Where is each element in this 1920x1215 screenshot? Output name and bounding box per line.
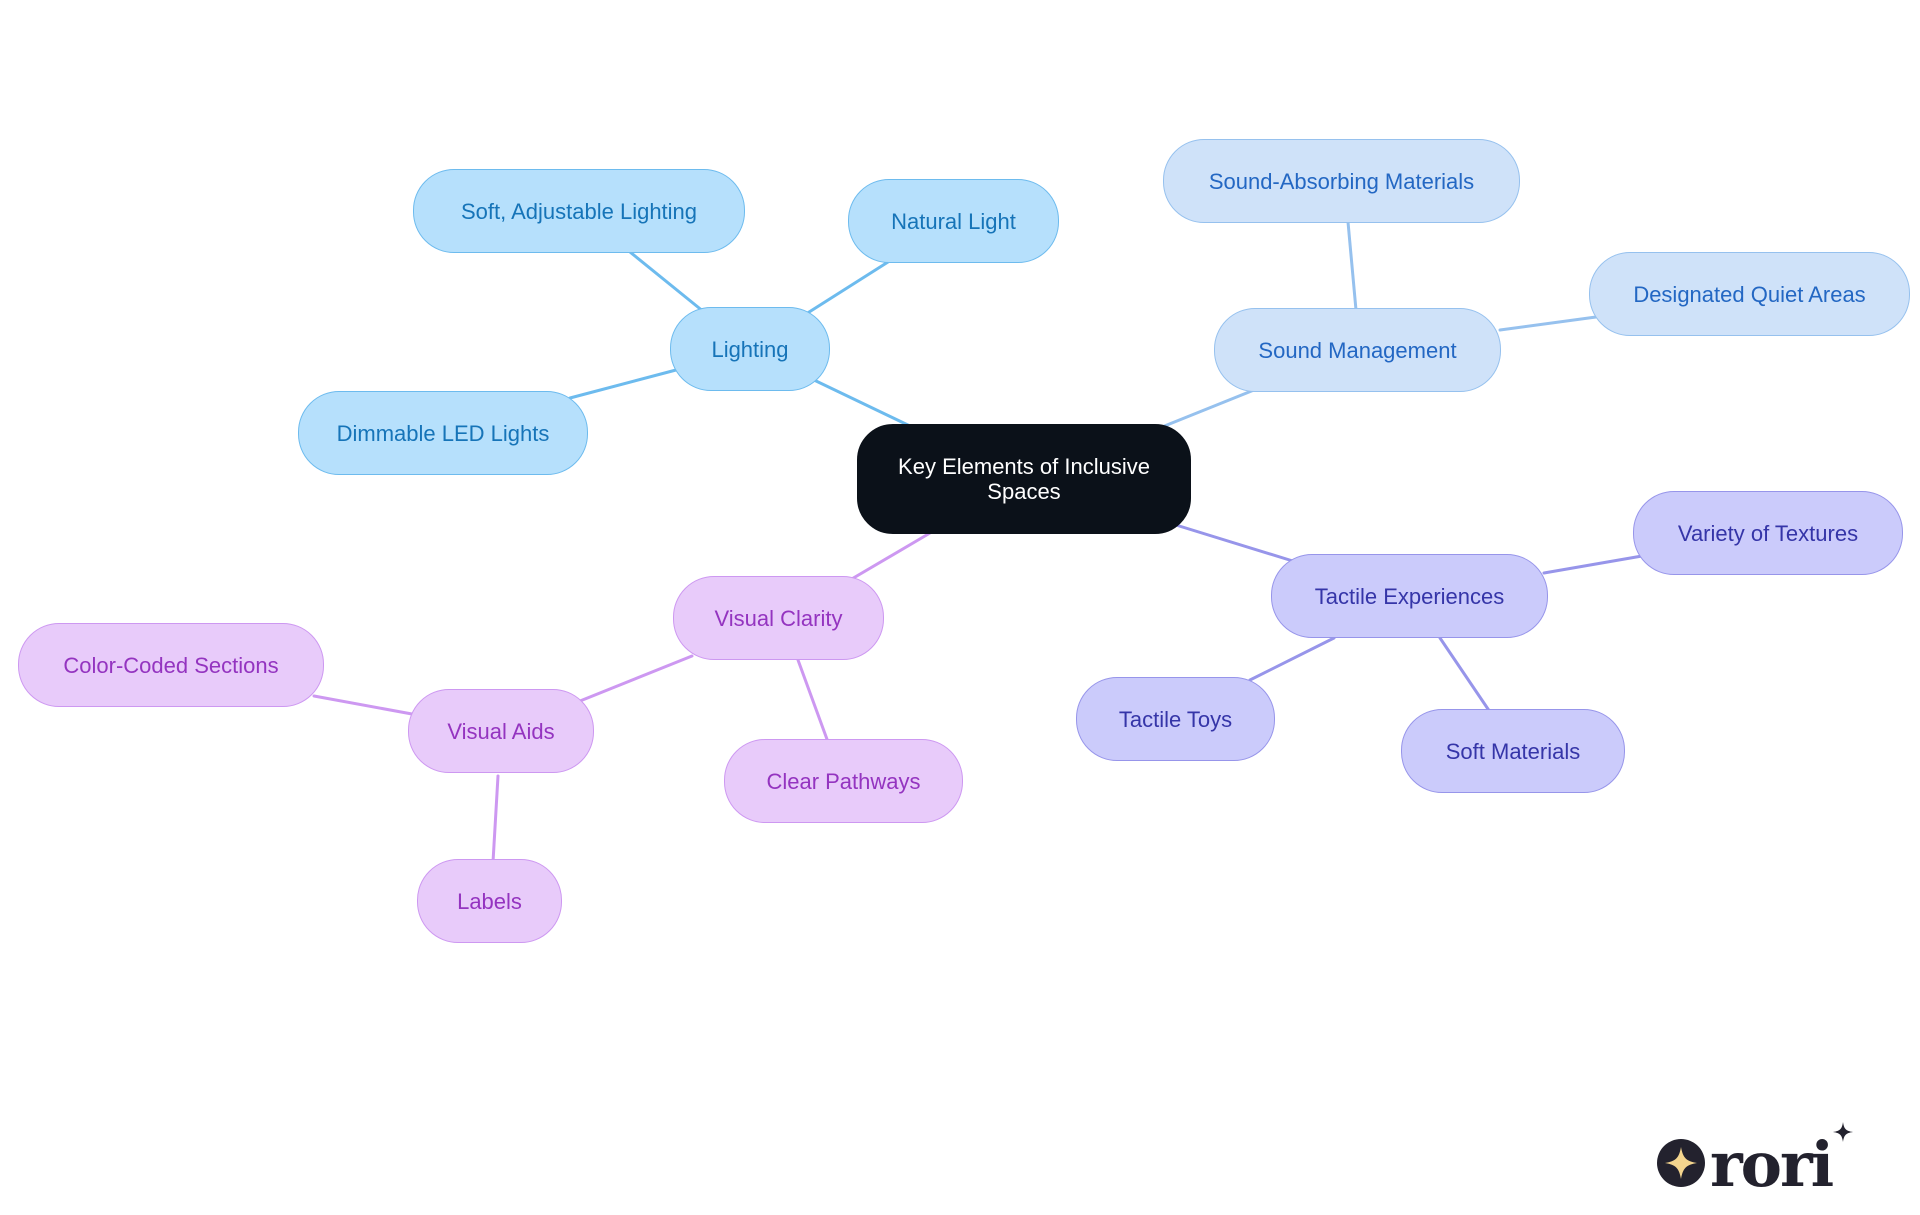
node-label: Color-Coded Sections xyxy=(63,652,279,678)
node-label: Lighting xyxy=(711,336,789,362)
node-label: Natural Light xyxy=(891,208,1016,234)
edge-tactile-textures xyxy=(1542,554,1644,575)
edge-lighting-natural xyxy=(804,260,890,316)
root-node[interactable]: Key Elements of Inclusive Spaces xyxy=(857,424,1191,534)
edge-visual-pathways xyxy=(796,658,830,744)
node-label: Sound Management xyxy=(1258,337,1457,363)
node-color-coded-sections[interactable]: Color-Coded Sections xyxy=(18,623,324,707)
node-tactile-toys[interactable]: Tactile Toys xyxy=(1076,677,1275,761)
node-label: Tactile Toys xyxy=(1118,706,1233,732)
root-label: Key Elements of Inclusive Spaces xyxy=(898,454,1150,504)
node-label: Dimmable LED Lights xyxy=(336,420,550,446)
edge-root-sound xyxy=(1160,388,1256,429)
node-labels[interactable]: Labels xyxy=(417,859,562,943)
node-variety-of-textures[interactable]: Variety of Textures xyxy=(1633,491,1903,575)
edge-aids-labels xyxy=(491,774,500,864)
edge-root-visual xyxy=(848,531,932,582)
node-designated-quiet-areas[interactable]: Designated Quiet Areas xyxy=(1589,252,1910,336)
node-soft-adjustable-lighting[interactable]: Soft, Adjustable Lighting xyxy=(413,169,745,253)
node-visual-clarity[interactable]: Visual Clarity xyxy=(673,576,884,660)
edge-tactile-soft xyxy=(1438,636,1492,714)
logo-wordmark: rori xyxy=(1710,1128,1834,1195)
rori-logo: rori xyxy=(1657,1122,1853,1195)
node-clear-pathways[interactable]: Clear Pathways xyxy=(724,739,963,823)
node-soft-materials[interactable]: Soft Materials xyxy=(1401,709,1625,793)
sparkle-icon xyxy=(1665,1147,1697,1179)
edge-root-lighting xyxy=(812,378,912,428)
node-label: Clear Pathways xyxy=(766,768,921,794)
edge-lighting-dimmable xyxy=(568,368,678,400)
node-dimmable-led-lights[interactable]: Dimmable LED Lights xyxy=(298,391,588,475)
node-label: Soft Materials xyxy=(1445,738,1581,764)
edge-visual-aids xyxy=(578,654,694,703)
edge-tactile-toys xyxy=(1248,636,1336,682)
logo-star-icon xyxy=(1833,1122,1853,1142)
node-label: Soft, Adjustable Lighting xyxy=(460,198,698,224)
node-sound-absorbing-materials[interactable]: Sound-Absorbing Materials xyxy=(1163,139,1520,223)
node-sound-management[interactable]: Sound Management xyxy=(1214,308,1501,392)
edge-root-tactile xyxy=(1174,523,1298,564)
node-visual-aids[interactable]: Visual Aids xyxy=(408,689,594,773)
edge-sound-absorbing xyxy=(1346,220,1358,312)
node-natural-light[interactable]: Natural Light xyxy=(848,179,1059,263)
node-label: Tactile Experiences xyxy=(1314,583,1505,609)
edge-sound-quiet xyxy=(1498,315,1598,332)
node-lighting[interactable]: Lighting xyxy=(670,307,830,391)
node-label: Visual Clarity xyxy=(714,605,843,631)
edge-lighting-soft xyxy=(628,250,706,314)
node-label: Designated Quiet Areas xyxy=(1633,281,1866,307)
node-label: Visual Aids xyxy=(447,718,555,744)
edge-aids-colorcoded xyxy=(312,694,414,716)
node-tactile-experiences[interactable]: Tactile Experiences xyxy=(1271,554,1548,638)
node-label: Sound-Absorbing Materials xyxy=(1208,168,1475,194)
node-label: Labels xyxy=(457,888,522,914)
node-label: Variety of Textures xyxy=(1677,520,1859,546)
